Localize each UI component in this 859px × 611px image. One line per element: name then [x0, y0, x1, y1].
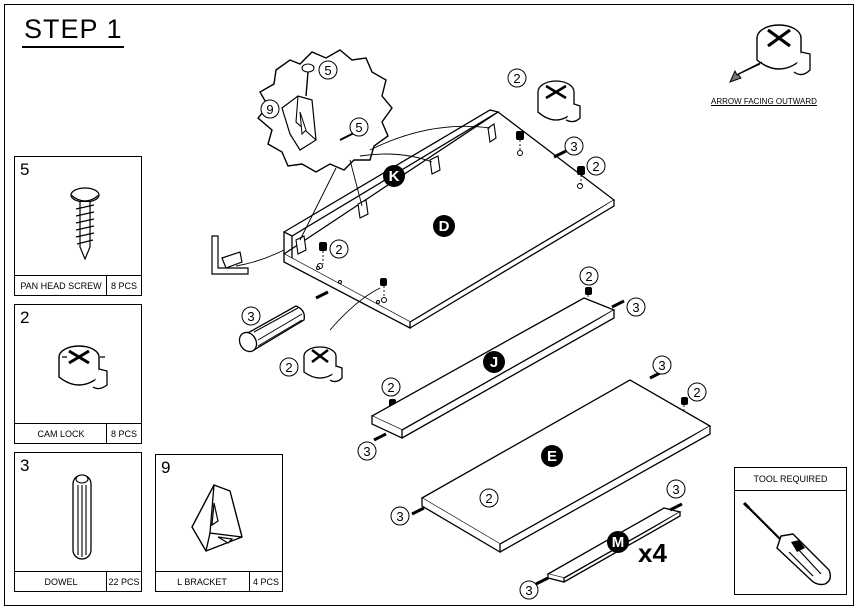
- callout-bracket: 9: [266, 102, 273, 117]
- callout-dowel: 3: [672, 482, 679, 497]
- l-bracket-icon: [191, 484, 243, 552]
- part-card-dowel: 3 DOWEL 22 PCS: [14, 452, 142, 592]
- callout-cam-lock: 2: [485, 491, 492, 506]
- dowel-markers: [315, 149, 683, 586]
- quantity-multiplier: x4: [638, 538, 667, 568]
- tool-required-label: TOOL REQUIRED: [735, 468, 846, 491]
- part-qty: 8 PCS: [106, 424, 141, 443]
- dowel-icon: [72, 474, 92, 560]
- callout-dowel: 3: [396, 509, 403, 524]
- panel-e-label: E: [547, 448, 557, 465]
- step-title: STEP 1: [24, 14, 123, 44]
- callout-dowel: 3: [570, 139, 577, 154]
- part-qty: 8 PCS: [106, 276, 141, 295]
- callout-cam-lock: 2: [285, 360, 292, 375]
- part-number: 3: [20, 456, 30, 475]
- panel-e: [420, 379, 712, 554]
- part-name: PAN HEAD SCREW: [20, 280, 102, 291]
- tool-required-box: TOOL REQUIRED: [734, 467, 847, 595]
- panel-j-label: J: [490, 354, 498, 371]
- part-number: 9: [161, 458, 171, 477]
- cam-lock-orientation-icon: [729, 24, 811, 83]
- part-card-screw: 5 PAN HEAD SCREW 8 PCS: [14, 156, 142, 296]
- title-underline: [22, 46, 124, 48]
- callout-screw: 5: [355, 120, 362, 135]
- callout-dowel: 3: [658, 358, 665, 373]
- cam-lock-illustration: [303, 346, 343, 383]
- callout-cam-lock: 2: [513, 71, 520, 86]
- leader-lines: [235, 125, 491, 331]
- pan-head-screw-icon: [70, 187, 100, 261]
- part-qty: 22 PCS: [106, 572, 141, 591]
- panel-k-label: K: [389, 168, 400, 185]
- part-name: DOWEL: [44, 576, 78, 587]
- panel-m-label: M: [612, 534, 625, 551]
- corner-joint-illustration: [211, 235, 249, 275]
- page-frame: [4, 4, 854, 606]
- part-name: L BRACKET: [177, 576, 227, 587]
- screwdriver-icon: [742, 501, 832, 586]
- part-number: 2: [20, 308, 30, 327]
- part-name: CAM LOCK: [37, 428, 85, 439]
- cam-lock-top-illustration: [537, 80, 581, 123]
- callout-dowel: 3: [632, 300, 639, 315]
- part-callouts: [241, 60, 707, 600]
- callout-dowel: 3: [525, 583, 532, 598]
- part-footer: DOWEL 22 PCS: [15, 571, 141, 591]
- callout-dowel: 3: [247, 309, 254, 324]
- part-footer: CAM LOCK 8 PCS: [15, 423, 141, 443]
- cam-lock-icon: [58, 345, 108, 390]
- part-callout-numbers: 5 5 9 2 3 2 2 3 2 2 3 2 3 3 2 2 3 3 3: [247, 63, 700, 598]
- part-number: 5: [20, 160, 30, 179]
- callout-cam-lock: 2: [693, 385, 700, 400]
- brackets-on-d: [295, 123, 497, 255]
- callout-cam-lock: 2: [387, 380, 394, 395]
- callout-cam-lock: 2: [592, 159, 599, 174]
- part-footer: L BRACKET 4 PCS: [156, 571, 282, 591]
- callout-cam-lock: 2: [585, 269, 592, 284]
- panel-labels: D K J E M: [383, 165, 629, 553]
- dowel-illustration: [238, 305, 305, 353]
- detail-bubble: [257, 49, 393, 173]
- callout-screw: 5: [324, 63, 331, 78]
- panel-d-label: D: [439, 218, 450, 235]
- callout-dowel: 3: [363, 444, 370, 459]
- part-footer: PAN HEAD SCREW 8 PCS: [15, 275, 141, 295]
- callout-cam-lock: 2: [335, 242, 342, 257]
- part-card-cam-lock: 2 CAM LOCK 8 PCS: [14, 304, 142, 444]
- part-qty: 4 PCS: [249, 572, 282, 591]
- part-card-l-bracket: 9 L BRACKET 4 PCS: [155, 454, 283, 592]
- arrow-orientation-note: ARROW FACING OUTWARD: [711, 97, 817, 106]
